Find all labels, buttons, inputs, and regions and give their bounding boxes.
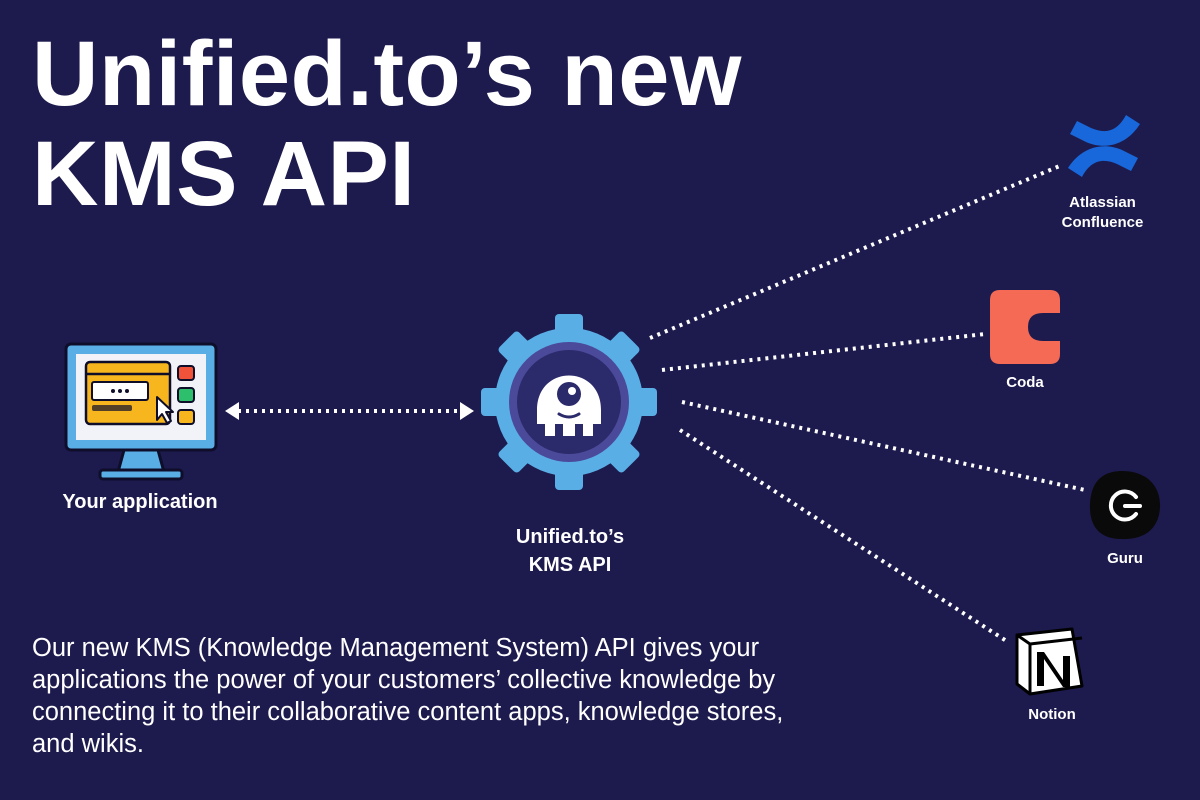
notion-icon: [1015, 627, 1084, 696]
notion-label: Notion: [1028, 706, 1076, 723]
page-title: Unified.to’s new KMS API: [32, 24, 742, 224]
connector-notion: [678, 428, 1010, 644]
coda-label: Coda: [1006, 374, 1044, 391]
hub-label-line-1: Unified.to’s: [515, 526, 625, 548]
app-label: Your application: [62, 491, 218, 513]
guru-label: Guru: [1107, 550, 1143, 567]
description: Our new KMS (Knowledge Management System…: [32, 634, 784, 758]
connector-confluence: [649, 163, 1063, 340]
arrowhead-right: [460, 402, 474, 420]
application-window-icon: [64, 342, 218, 481]
unified-mascot-icon: [537, 375, 601, 436]
hub-label-line-2: KMS API: [528, 554, 612, 576]
title-line-2: KMS API: [32, 123, 416, 225]
hub-label: Unified.to’s KMS API: [480, 523, 660, 579]
confluence-icon: [1068, 115, 1140, 177]
confluence-label-line-2: Confluence: [1061, 214, 1144, 231]
confluence-label-line-1: Atlassian: [1069, 194, 1136, 211]
connector-guru: [681, 400, 1086, 492]
coda-icon: [990, 290, 1060, 364]
confluence-label: Atlassian Confluence: [1040, 193, 1165, 233]
guru-icon: [1089, 470, 1161, 540]
title-line-1: Unified.to’s new: [32, 23, 742, 125]
connectors: [238, 163, 1086, 644]
connector-coda: [661, 332, 986, 372]
arrowhead-left: [225, 402, 239, 420]
